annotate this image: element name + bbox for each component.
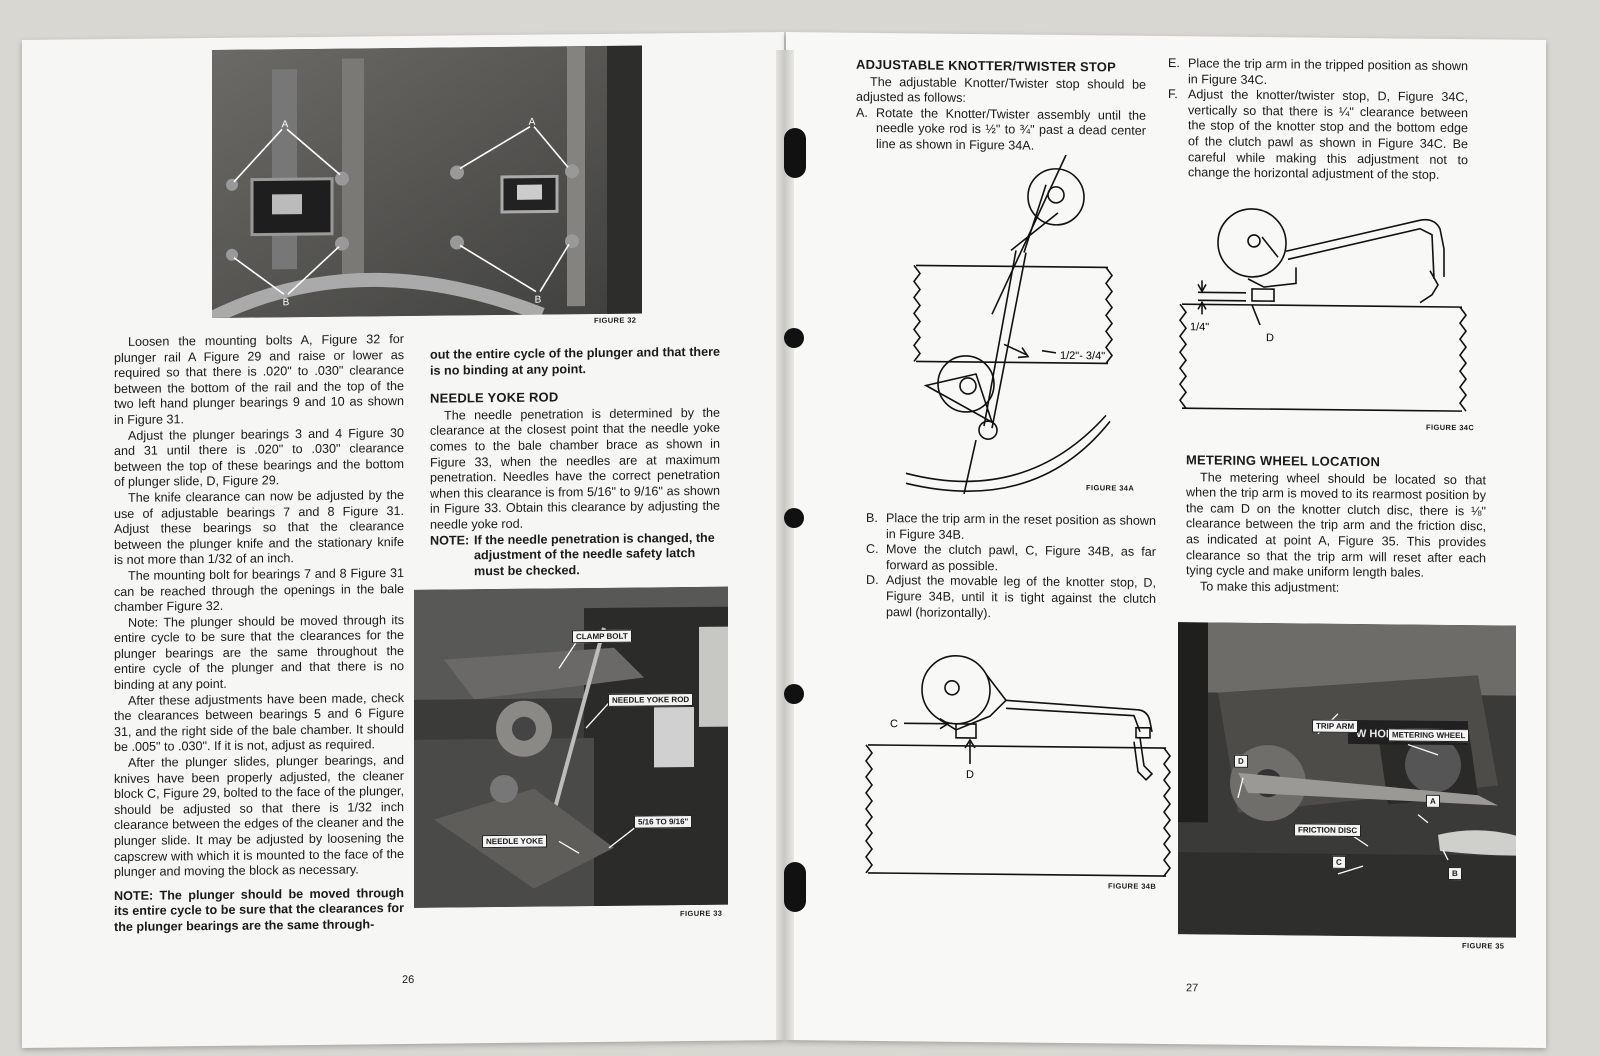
note-label: NOTE: bbox=[430, 532, 470, 548]
step-letter: B. bbox=[866, 510, 878, 526]
needle-yoke-heading: NEEDLE YOKE ROD bbox=[430, 389, 559, 406]
fig34c-label-gap: 1/4" bbox=[1190, 321, 1209, 333]
step-letter: F. bbox=[1168, 87, 1178, 102]
fig35-tag-a: A bbox=[1426, 794, 1440, 808]
left-column-2: out the entire cycle of the plunger and … bbox=[430, 345, 720, 580]
step-text: Move the clutch pawl, C, Figure 34B, as … bbox=[886, 542, 1156, 574]
fig35-tag-d: D bbox=[1234, 754, 1248, 768]
binder-hole bbox=[784, 684, 804, 704]
figure-34c-diagram: 1/4" D bbox=[1179, 208, 1467, 412]
fig35-tag-trip-arm: TRIP ARM bbox=[1312, 719, 1359, 734]
page-27: ADJUSTABLE KNOTTER/TWISTER STOP The adju… bbox=[786, 32, 1546, 1048]
fig35-tag-friction-disc: FRICTION DISC bbox=[1294, 823, 1362, 838]
fig33-tag-gap: 5/16 TO 9/16" bbox=[634, 814, 693, 829]
figure-32-photo: A A B B bbox=[212, 45, 642, 319]
figure-34b-diagram: C D bbox=[865, 655, 1171, 877]
left-column-1: Loosen the mounting bolts A, Figure 32 f… bbox=[114, 332, 404, 936]
figure-34b-caption: FIGURE 34B bbox=[1108, 881, 1157, 891]
paragraph: Adjust the plunger bearings 3 and 4 Figu… bbox=[114, 425, 404, 490]
figure-33-photo: CLAMP BOLT NEEDLE YOKE ROD 5/16 TO 9/16"… bbox=[414, 586, 728, 908]
figure-32-caption: FIGURE 32 bbox=[594, 315, 637, 326]
paragraph: The mounting bolt for bearings 7 and 8 F… bbox=[114, 565, 404, 615]
paragraph: The needle penetration is determined by … bbox=[430, 405, 720, 532]
binder-hole bbox=[784, 862, 806, 912]
right-column-1: ADJUSTABLE KNOTTER/TWISTER STOP The adju… bbox=[856, 57, 1146, 156]
figure-33-illustration bbox=[414, 586, 728, 908]
paragraph: The knife clearance can now be adjusted … bbox=[114, 487, 404, 568]
note-text: If the needle penetration is changed, th… bbox=[474, 530, 715, 578]
fig35-tag-metering-wheel: METERING WHEEL bbox=[1388, 728, 1470, 743]
step-a: A. Rotate the Knotter/Twister assembly u… bbox=[856, 106, 1146, 156]
step-text: Rotate the Knotter/Twister assembly unti… bbox=[876, 105, 1146, 153]
step-letter: A. bbox=[856, 105, 868, 120]
fig34b-label-d: D bbox=[966, 769, 974, 781]
page-number: 26 bbox=[402, 973, 415, 987]
fig33-tag-needle-yoke: NEEDLE YOKE bbox=[482, 834, 548, 849]
step-letter: D. bbox=[866, 573, 879, 588]
figure-35-photo: W HOLLAND TRIP ARM METERING WHEEL FRICTI… bbox=[1178, 622, 1516, 938]
step-f: F. Adjust the knotter/twister stop, D, F… bbox=[1168, 87, 1468, 184]
metering-heading: METERING WHEEL LOCATION bbox=[1186, 452, 1381, 470]
binder-hole bbox=[784, 508, 804, 528]
paragraph: The metering wheel should be located so … bbox=[1186, 469, 1486, 580]
step-text: Adjust the movable leg of the knotter st… bbox=[886, 573, 1156, 620]
paragraph: Note: The plunger should be moved throug… bbox=[114, 612, 404, 693]
step-c: C. Move the clutch pawl, C, Figure 34B, … bbox=[866, 542, 1156, 576]
paragraph: After the plunger slides, plunger bearin… bbox=[114, 753, 404, 880]
needle-note: NOTE: If the needle penetration is chang… bbox=[430, 530, 720, 580]
paragraph: The adjustable Knotter/Twister stop shou… bbox=[856, 74, 1146, 106]
figure-33-caption: FIGURE 33 bbox=[680, 908, 723, 919]
paragraph: To make this adjustment: bbox=[1200, 579, 1340, 595]
continued-note: out the entire cycle of the plunger and … bbox=[430, 344, 720, 378]
paragraph: Loosen the mounting bolts A, Figure 32 f… bbox=[114, 331, 404, 428]
knotter-heading: ADJUSTABLE KNOTTER/TWISTER STOP bbox=[856, 56, 1116, 75]
fig32-label-b1: B bbox=[283, 297, 290, 308]
page-26: A A B B FIGURE 32 Loosen the mounting bo… bbox=[22, 32, 784, 1048]
fig33-tag-clamp-bolt: CLAMP BOLT bbox=[572, 629, 632, 644]
figure-35-caption: FIGURE 35 bbox=[1462, 941, 1505, 951]
paragraph: After these adjustments have been made, … bbox=[114, 690, 404, 755]
note-paragraph: NOTE: The plunger should be moved throug… bbox=[114, 885, 404, 935]
fig34a-dimension-label: 1/2"- 3/4" bbox=[1060, 350, 1105, 362]
figure-35-illustration: W HOLLAND bbox=[1178, 622, 1516, 938]
fig34b-label-c: C bbox=[890, 718, 898, 730]
figure-32-illustration: A A B B bbox=[212, 45, 642, 319]
fig35-tag-b: B bbox=[1448, 866, 1462, 881]
step-b: B. Place the trip arm in the reset posit… bbox=[866, 511, 1156, 545]
binder-hole bbox=[784, 328, 804, 348]
figure-34a-caption: FIGURE 34A bbox=[1086, 483, 1135, 493]
figure-34c-caption: FIGURE 34C bbox=[1426, 422, 1475, 433]
manual-spread: A A B B FIGURE 32 Loosen the mounting bo… bbox=[14, 32, 1586, 1050]
fig35-tag-c: C bbox=[1332, 855, 1346, 869]
fig32-label-a2: A bbox=[529, 117, 536, 128]
right-column-2b: METERING WHEEL LOCATION The metering whe… bbox=[1186, 452, 1486, 597]
right-column-1b: B. Place the trip arm in the reset posit… bbox=[866, 511, 1156, 623]
step-letter: E. bbox=[1168, 56, 1180, 71]
step-text: Adjust the knotter/twister stop, D, Figu… bbox=[1188, 87, 1468, 183]
step-d: D. Adjust the movable leg of the knotter… bbox=[866, 573, 1156, 623]
fig32-label-a1: A bbox=[282, 119, 289, 130]
fig32-label-b2: B bbox=[535, 295, 542, 306]
step-letter: C. bbox=[866, 542, 879, 557]
page-number: 27 bbox=[1186, 982, 1199, 995]
binding-gutter bbox=[776, 50, 794, 1040]
step-text: Place the trip arm in the reset position… bbox=[886, 511, 1156, 542]
step-e: E. Place the trip arm in the tripped pos… bbox=[1168, 56, 1468, 90]
step-text: Place the trip arm in the tripped positi… bbox=[1188, 56, 1468, 87]
fig34c-label-d: D bbox=[1266, 332, 1274, 344]
figure-34a-diagram: 1/2"- 3/4" bbox=[905, 154, 1113, 495]
fig33-tag-needle-yoke-rod: NEEDLE YOKE ROD bbox=[608, 692, 694, 707]
binder-hole bbox=[784, 128, 806, 178]
right-column-2: E. Place the trip arm in the tripped pos… bbox=[1168, 56, 1468, 184]
